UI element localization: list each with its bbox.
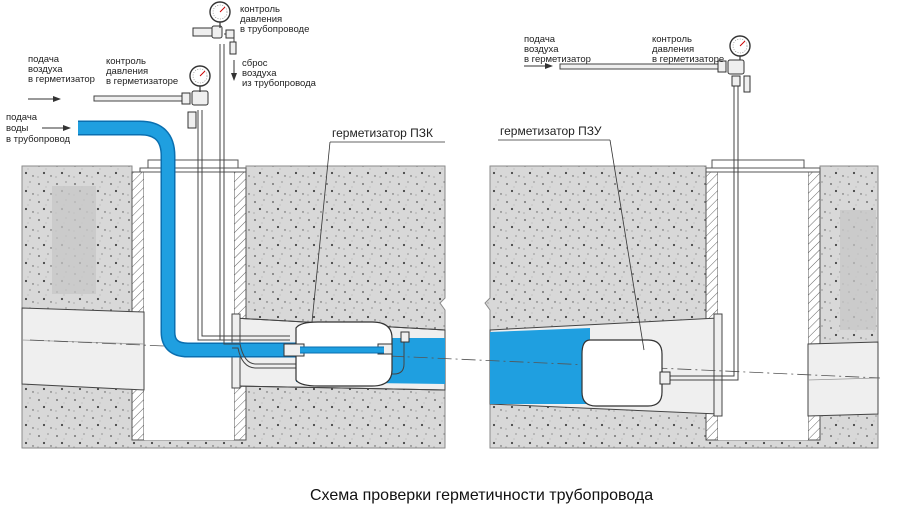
left-fittings xyxy=(181,25,410,343)
label-line: подача xyxy=(524,34,556,45)
label-sealer-pzu: герметизатор ПЗУ xyxy=(500,124,602,138)
label-line: подача xyxy=(28,54,60,65)
label-water-supply: подача воды в трубопровод xyxy=(6,112,71,145)
label-line: в герметизаторе xyxy=(106,76,178,87)
label-line: в герметизатор xyxy=(524,54,591,65)
right-well-walls xyxy=(705,159,821,441)
label-line: сброс xyxy=(242,58,268,69)
label-line: контроль xyxy=(652,34,692,45)
label-line: контроль xyxy=(240,4,280,15)
leader-lines xyxy=(311,139,645,351)
label-line: воздуха xyxy=(524,44,559,55)
label-line: давления xyxy=(240,14,282,25)
label-air-supply-right: подача воздуха в герметизатор xyxy=(524,34,591,65)
sealer-pzk xyxy=(283,321,393,387)
label-line: давления xyxy=(652,44,694,55)
label-line: давления xyxy=(106,66,148,77)
label-line: подача xyxy=(6,112,38,123)
gauge-sealer-left-icon xyxy=(189,65,211,92)
label-line: контроль xyxy=(106,56,146,67)
sealer-pzu xyxy=(581,339,671,407)
label-pressure-sealer-right: контроль давления в герметизаторе xyxy=(652,34,724,65)
label-line: в герметизаторе xyxy=(652,54,724,65)
label-line: воздуха xyxy=(242,68,277,79)
gauge-pipe-pressure-icon xyxy=(209,1,231,28)
label-pipe-pressure-control: контроль давления в трубопроводе xyxy=(240,4,309,35)
label-line: в герметизатор xyxy=(28,74,95,85)
label-sealer-pzk: герметизатор ПЗК xyxy=(332,126,433,140)
arrows xyxy=(28,60,553,131)
label-line: воды xyxy=(6,123,29,134)
label-pressure-sealer-left: контроль давления в герметизаторе xyxy=(106,56,178,87)
label-line: в трубопровод xyxy=(6,134,71,145)
label-line: воздуха xyxy=(28,64,63,75)
right-fittings xyxy=(717,59,751,93)
label-air-supply-left: подача воздуха в герметизатор xyxy=(28,54,95,85)
label-line: в трубопроводе xyxy=(240,24,309,35)
label-air-release: сброс воздуха из трубопровода xyxy=(242,58,317,89)
label-line: из трубопровода xyxy=(242,78,317,89)
left-well-walls xyxy=(131,159,247,441)
diagram-caption: Схема проверки герметичности трубопровод… xyxy=(310,487,653,504)
right-outer-pipe xyxy=(807,341,879,417)
left-outer-pipe xyxy=(21,307,145,391)
gauge-sealer-right-icon xyxy=(729,35,751,60)
